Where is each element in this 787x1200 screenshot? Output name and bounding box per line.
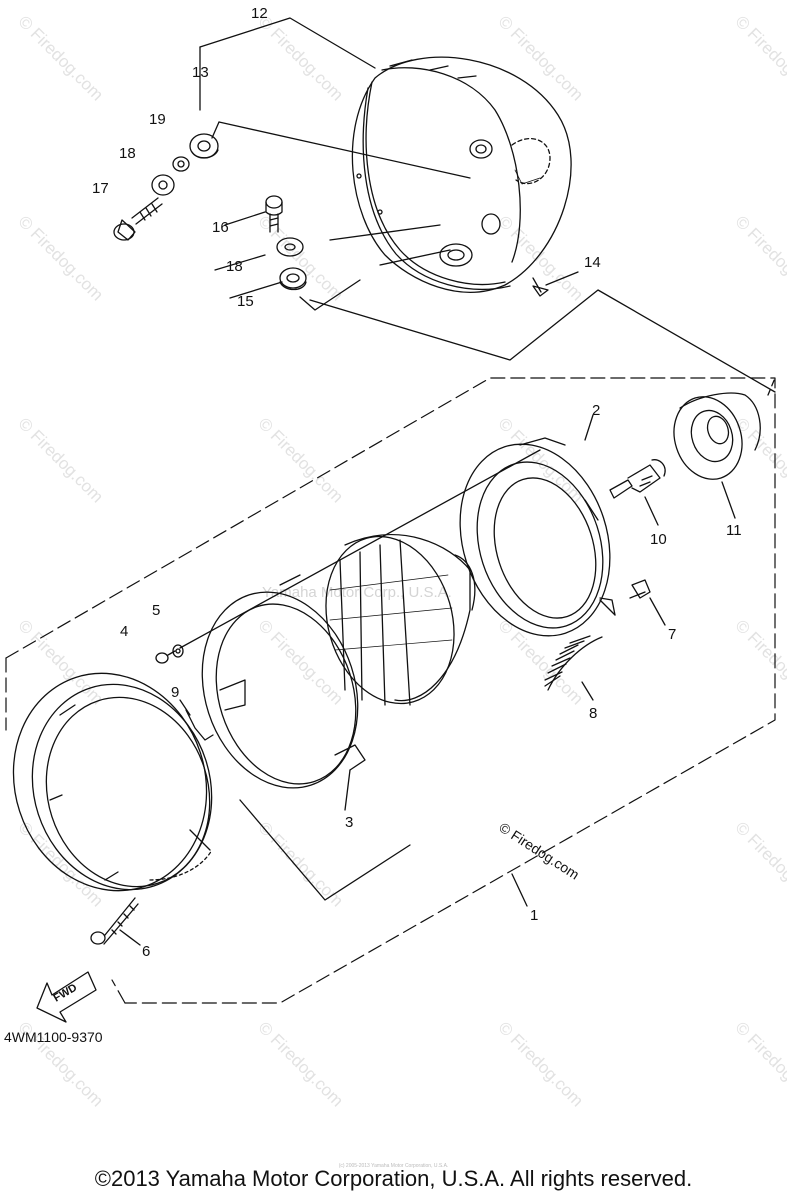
center-watermark: Yamaha Motor Corp., U.S.A. <box>262 584 452 601</box>
reflector-housing <box>459 437 616 637</box>
grommet-13 <box>189 133 219 159</box>
screw-4 <box>155 650 176 664</box>
callout-11: 11 <box>726 522 742 539</box>
clip-9 <box>185 709 214 741</box>
washer-18b <box>276 237 304 257</box>
callout-19: 19 <box>149 111 166 128</box>
callout-12: 12 <box>251 5 268 22</box>
grommet-15 <box>279 267 307 291</box>
callout-18: 18 <box>119 145 136 162</box>
washer-5 <box>172 644 184 658</box>
washer-18a <box>151 174 175 196</box>
callout-14: 14 <box>584 254 601 271</box>
bulb-holder-7 <box>629 579 651 599</box>
fwd-arrow: FWD <box>36 971 97 1023</box>
inline-watermark: © Firedog.com <box>496 819 582 883</box>
headlight-rim <box>12 672 213 892</box>
diagram-code: 4WM1100-9370 <box>4 1029 103 1045</box>
headlight-lens <box>325 534 476 706</box>
screw-6 <box>90 897 139 945</box>
copyright-footer: ©2013 Yamaha Motor Corporation, U.S.A. A… <box>94 1166 693 1191</box>
callout-8: 8 <box>589 705 597 722</box>
callout-16: 16 <box>212 219 229 236</box>
callout-3: 3 <box>345 814 353 831</box>
callout-13: 13 <box>192 64 209 81</box>
bulb-cover-11 <box>673 392 761 480</box>
callout-17: 17 <box>92 180 109 197</box>
callout-6: 6 <box>142 943 150 960</box>
fwd-label: FWD <box>52 982 80 1005</box>
spring-8 <box>544 635 603 691</box>
bulb-10 <box>609 459 666 499</box>
collar-19 <box>172 156 190 172</box>
callout-18: 18 <box>226 258 243 275</box>
bolt-17 <box>113 197 163 241</box>
callout-7: 7 <box>668 626 676 643</box>
screw-14 <box>532 277 549 297</box>
bolt-16 <box>265 195 283 233</box>
callout-5: 5 <box>152 602 160 619</box>
callout-2: 2 <box>592 402 600 419</box>
callout-4: 4 <box>120 623 128 640</box>
callout-9: 9 <box>171 684 179 701</box>
callout-1: 1 <box>530 907 538 924</box>
callout-10: 10 <box>650 531 667 548</box>
callout-15: 15 <box>237 293 254 310</box>
headlight-body <box>351 56 572 293</box>
tiny-copyright: (c) 2005-2013 Yamaha Motor Corporation, … <box>338 1163 449 1169</box>
mounting-ring <box>201 574 366 789</box>
